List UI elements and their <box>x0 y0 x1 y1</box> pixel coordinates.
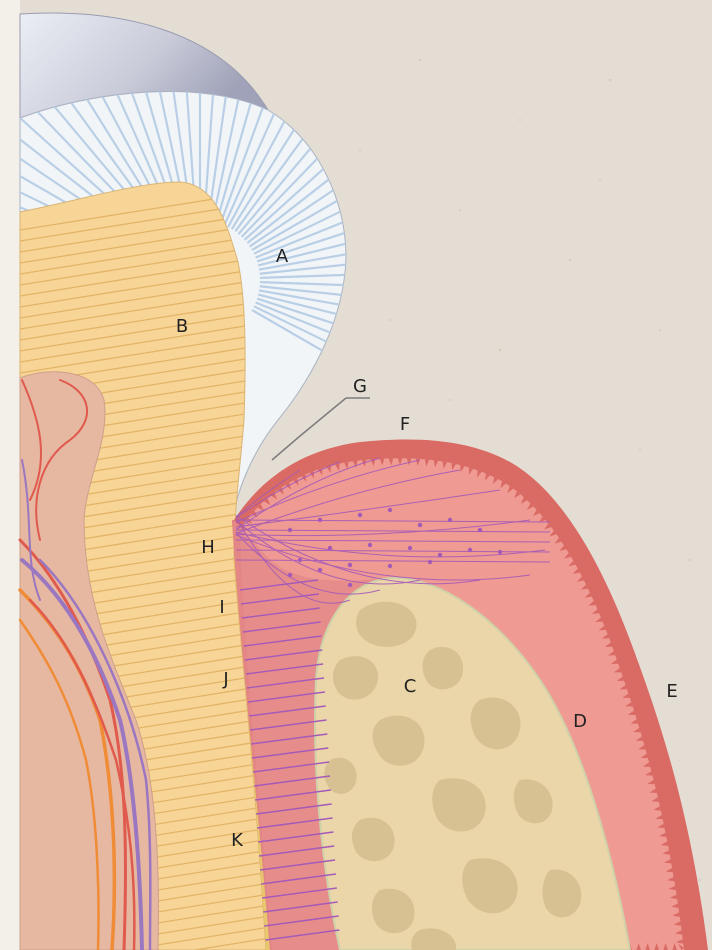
fibroblast-dot <box>368 543 372 547</box>
fibroblast-dot <box>418 523 422 527</box>
fibroblast-dot <box>358 513 362 517</box>
fibroblast-dot <box>288 573 292 577</box>
fibroblast-dot <box>318 568 322 572</box>
label-g: G <box>353 376 367 397</box>
label-f: F <box>400 414 410 435</box>
fibroblast-dot <box>438 553 442 557</box>
fibroblast-dot <box>388 508 392 512</box>
fibroblast-dot <box>348 583 352 587</box>
label-a: A <box>276 246 289 267</box>
fibroblast-dot <box>318 518 322 522</box>
label-c: C <box>404 676 417 697</box>
fibroblast-dot <box>388 564 392 568</box>
fibroblast-dot <box>428 560 432 564</box>
label-h: H <box>201 537 215 558</box>
fibroblast-dot <box>468 548 472 552</box>
label-b: B <box>176 316 188 337</box>
fibroblast-dot <box>478 528 482 532</box>
label-e: E <box>666 681 677 702</box>
fibroblast-dot <box>298 558 302 562</box>
label-i: I <box>219 597 224 618</box>
fibroblast-dot <box>408 546 412 550</box>
left-edge-strip <box>0 0 20 950</box>
fibroblast-dot <box>348 563 352 567</box>
fibroblast-dot <box>328 546 332 550</box>
fibroblast-dot <box>498 550 502 554</box>
fibroblast-dot <box>288 528 292 532</box>
fibroblast-dot <box>448 518 452 522</box>
label-j: J <box>222 669 228 690</box>
label-d: D <box>573 711 587 732</box>
label-k: K <box>231 830 244 851</box>
